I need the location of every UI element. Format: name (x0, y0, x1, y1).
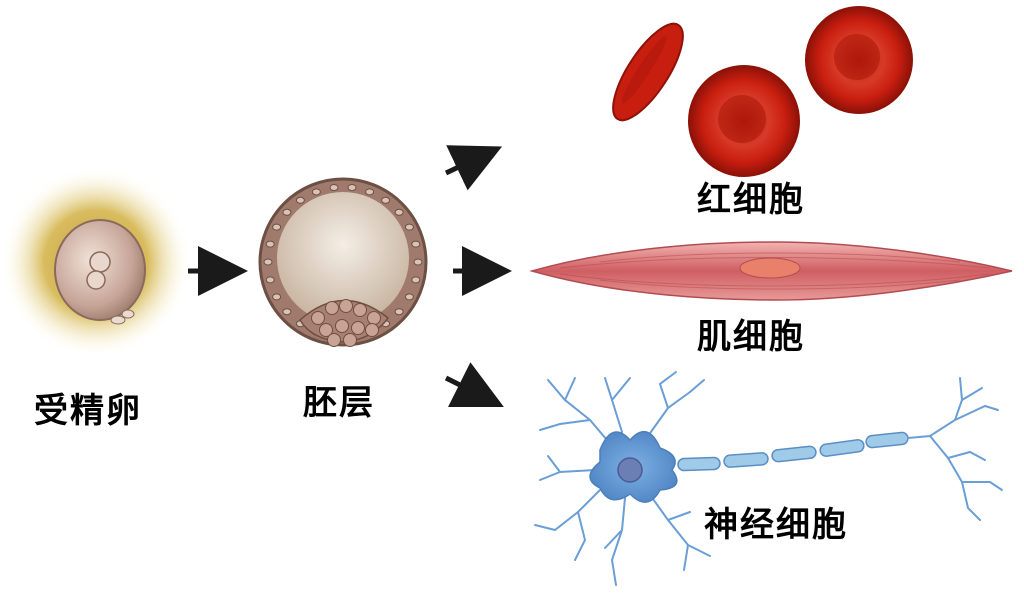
polar-body-1 (110, 315, 126, 325)
blastula-wall-cell (295, 196, 305, 204)
blastula-wall-cell (263, 258, 273, 266)
blastula-wall-cell (365, 188, 375, 196)
arrow-to-nerve-cell (444, 362, 504, 407)
blastula-illustration (258, 177, 428, 347)
inner-cell-mass-cells (311, 299, 381, 347)
inner-cell (325, 301, 339, 315)
red-blood-cells (612, 6, 913, 177)
inner-cell (335, 319, 349, 333)
inner-cell (343, 333, 357, 347)
inner-cell (319, 323, 333, 337)
zygote-nucleus-2 (86, 270, 106, 290)
inner-cell (351, 321, 365, 335)
inner-cell (311, 311, 325, 325)
polar-body-2 (121, 309, 135, 319)
blastula-cavity (277, 192, 409, 324)
label-nerve-cell: 神经细胞 (704, 505, 848, 545)
myelin-sheath (677, 431, 909, 472)
blastula-wall-cell (347, 184, 357, 191)
label-blastula: 胚层 (303, 383, 375, 423)
blastula-wall-cell (411, 276, 421, 284)
blastula-wall-cell (394, 208, 404, 216)
axon-terminals (907, 377, 1003, 521)
neuron-nucleus (617, 457, 643, 483)
blastula-wall-cell (394, 308, 404, 316)
blastula-wall-cell (311, 188, 321, 196)
blastula-wall-cell (404, 223, 414, 231)
zygote-illustration (2, 168, 190, 356)
label-red-blood-cell: 红细胞 (697, 180, 805, 220)
dendrites (534, 371, 711, 586)
label-zygote: 受精卵 (34, 391, 142, 431)
inner-cell (327, 333, 341, 347)
blastula-wall-cell (413, 258, 423, 266)
nerve-cell (534, 371, 1003, 586)
inner-cell (339, 299, 353, 313)
blastula-wall-cell (272, 293, 282, 301)
label-muscle-cell: 肌细胞 (697, 317, 805, 357)
blastula-wall-cell (265, 276, 275, 284)
blastula-wall-cell (282, 208, 292, 216)
blastula-wall-cell (404, 293, 414, 301)
blastula-wall-cell (411, 240, 421, 248)
muscle-nucleus (739, 257, 801, 279)
blastula-wall-cell (329, 184, 339, 191)
arrow-to-red-blood-cell (444, 145, 503, 191)
muscle-cell (529, 241, 1013, 301)
inner-cell (353, 303, 367, 317)
blastula-wall-cell (265, 240, 275, 248)
blastula-wall-cell (272, 223, 282, 231)
blastula-wall-cell (282, 308, 292, 316)
blastula-wall-cell (381, 196, 391, 204)
inner-cell (365, 323, 379, 337)
